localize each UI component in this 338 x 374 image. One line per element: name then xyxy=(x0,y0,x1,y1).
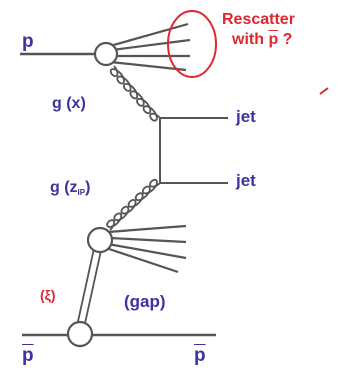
pomeron-vertex-icon xyxy=(86,226,114,254)
hard-scatter-lines xyxy=(159,117,228,184)
rescatter-pbar: p xyxy=(268,31,279,48)
pomeron-double-line xyxy=(76,243,103,329)
rescatter-line2-suffix: ? xyxy=(278,31,293,48)
rescatter-line1: Rescatter xyxy=(222,11,295,28)
rescatter-ellipse xyxy=(167,10,217,78)
xi-label: (ξ) xyxy=(40,287,56,303)
rescatter-annotation: Rescatter with p ? xyxy=(222,12,295,48)
gluon-zp-label: g (zIP) xyxy=(50,180,90,197)
gluon-zp-subscript: IP xyxy=(77,188,86,197)
red-tick-mark xyxy=(319,87,329,95)
gluon-coil-icon-upper xyxy=(109,65,161,122)
spectator-proton-vertex-icon xyxy=(93,41,119,67)
antiproton-vertex-icon xyxy=(66,320,94,348)
gluon-coil-icon-lower xyxy=(106,178,161,231)
gluon-zp-prefix: g (z xyxy=(50,179,78,196)
antiproton-right-label: p xyxy=(194,345,206,366)
gluon-zp-suffix: ) xyxy=(85,179,91,196)
gap-label: (gap) xyxy=(124,292,166,311)
jet-bottom-label: jet xyxy=(236,171,256,190)
antiproton-left-label: p xyxy=(22,345,34,366)
spectator-spray xyxy=(109,22,191,72)
jet-top-label: jet xyxy=(236,107,256,126)
rescatter-line2-prefix: with xyxy=(232,31,269,48)
rescatter-line2: with p ? xyxy=(232,32,295,48)
pomeron-remnant-spray xyxy=(105,224,187,274)
gluon-x-label: g (x) xyxy=(52,95,86,112)
proton-label: p xyxy=(22,31,34,52)
